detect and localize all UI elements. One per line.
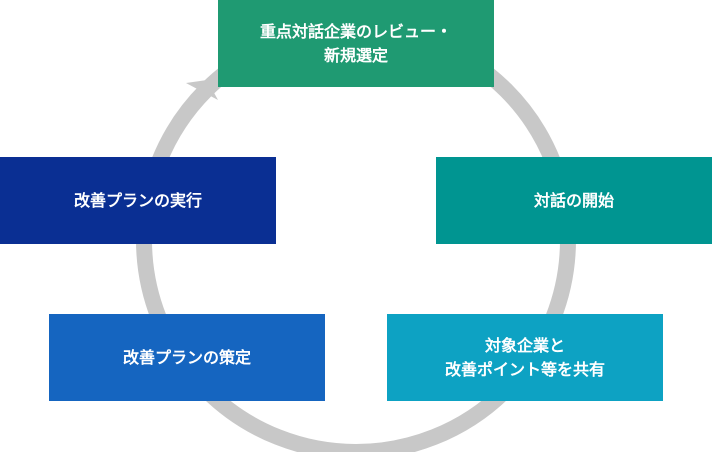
step-review-select: 重点対話企業のレビュー・ 新規選定	[218, 0, 494, 87]
step-plan-formulation-label: 改善プランの策定	[122, 347, 251, 367]
step-share-points: 対象企業と 改善ポイント等を共有	[387, 314, 663, 401]
step-start-dialogue-label: 対話の開始	[533, 190, 614, 210]
step-share-points-label: 対象企業と 改善ポイント等を共有	[444, 335, 605, 379]
step-plan-execution: 改善プランの実行	[0, 157, 276, 244]
step-review-select-label: 重点対話企業のレビュー・ 新規選定	[259, 21, 452, 65]
step-start-dialogue: 対話の開始	[436, 157, 712, 244]
cycle-arrow-head	[186, 80, 218, 100]
step-plan-formulation: 改善プランの策定	[49, 314, 325, 401]
step-plan-execution-label: 改善プランの実行	[73, 190, 202, 210]
